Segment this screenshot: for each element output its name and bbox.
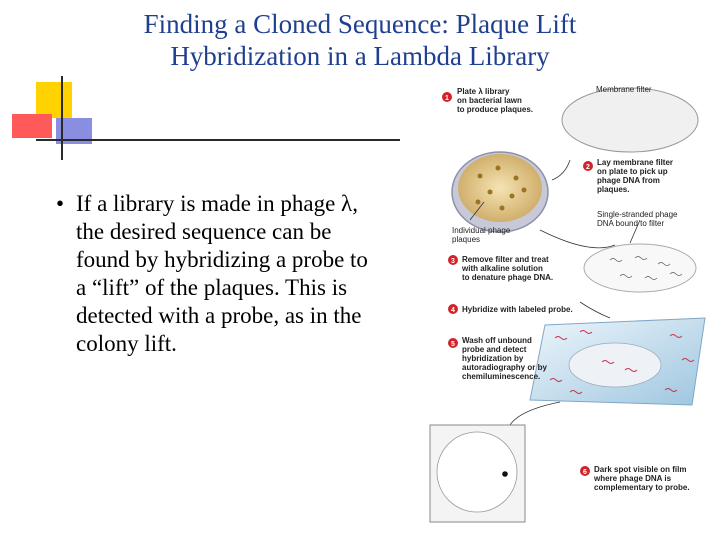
step-4-circle bbox=[448, 304, 458, 314]
step-6-line: where phage DNA is bbox=[593, 474, 672, 483]
step-6-number: 6 bbox=[583, 469, 587, 476]
step-1-circle bbox=[442, 92, 452, 102]
step-2-line: phage DNA from bbox=[597, 176, 660, 185]
title-line-1: Finding a Cloned Sequence: Plaque Lift bbox=[143, 9, 577, 39]
ssdna-strand bbox=[634, 256, 648, 260]
membrane-filter-label: Membrane filter bbox=[596, 85, 652, 94]
step-1-line: to produce plaques. bbox=[457, 105, 533, 114]
arrow bbox=[551, 159, 571, 181]
step-6-line: complementary to probe. bbox=[594, 483, 690, 492]
labeled-probes bbox=[549, 330, 695, 394]
step-5-line: autoradiography or by bbox=[462, 363, 547, 372]
step-1-line: Plate λ library bbox=[457, 87, 510, 96]
step-3-circle bbox=[448, 255, 458, 265]
plaques-label: Individual phage plaques bbox=[452, 226, 513, 244]
plaque bbox=[521, 187, 527, 193]
step-2-line: plaques. bbox=[597, 185, 629, 194]
step-5-line: probe and detect bbox=[462, 345, 527, 354]
yellow-square bbox=[36, 82, 72, 118]
plaque bbox=[477, 173, 483, 179]
ssdna-strand bbox=[644, 276, 658, 280]
step-2-number: 2 bbox=[586, 164, 590, 171]
plaques-label-line: Individual phage bbox=[452, 226, 511, 235]
probe bbox=[681, 358, 695, 362]
ssdna-label-line: DNA bound to filter bbox=[597, 219, 664, 228]
plaques-pointer bbox=[469, 201, 485, 221]
film-filter-outline bbox=[436, 431, 518, 513]
step-1-line: on bacterial lawn bbox=[457, 96, 522, 105]
step-3-line: Remove filter and treat bbox=[462, 255, 549, 264]
petri-dish-lawn bbox=[458, 154, 542, 222]
arrow bbox=[629, 219, 641, 244]
plaque bbox=[475, 199, 481, 205]
step-4-text: Hybridize with labeled probe. bbox=[462, 305, 573, 314]
plaque bbox=[509, 193, 515, 199]
probe bbox=[669, 334, 683, 338]
step-6-text: Dark spot visible on film where phage DN… bbox=[593, 465, 690, 492]
ssdna-label: Single-stranded phage DNA bound to filte… bbox=[597, 210, 680, 228]
step-5-number: 5 bbox=[451, 341, 455, 348]
ssdna-strand bbox=[669, 272, 683, 276]
plaque bbox=[495, 165, 501, 171]
step-2-circle bbox=[583, 161, 593, 171]
red-square bbox=[12, 114, 52, 138]
plaque bbox=[513, 175, 519, 181]
plaques bbox=[475, 165, 527, 211]
probe bbox=[601, 360, 615, 364]
denatured-filter bbox=[583, 243, 697, 293]
step-5-circle bbox=[448, 338, 458, 348]
step-6-circle bbox=[580, 466, 590, 476]
ssdna-strand bbox=[609, 258, 623, 262]
probe bbox=[569, 390, 583, 394]
arrow bbox=[579, 301, 611, 319]
arrow bbox=[509, 401, 561, 426]
title-line-2: Hybridization in a Lambda Library bbox=[170, 41, 550, 71]
step-2-line: Lay membrane filter bbox=[597, 158, 673, 167]
probe bbox=[624, 368, 638, 372]
step-5-text: Wash off unbound probe and detect hybrid… bbox=[462, 336, 549, 381]
step-1-text: Plate λ library on bacterial lawn to pro… bbox=[457, 87, 533, 114]
step-2-text: Lay membrane filter on plate to pick up … bbox=[597, 158, 675, 194]
ssdna-strand bbox=[619, 274, 633, 278]
step-3-text: Remove filter and treat with alkaline so… bbox=[461, 255, 553, 282]
slide-title: Finding a Cloned Sequence: Plaque Lift H… bbox=[0, 8, 720, 72]
plaque-lift-figure: Membrane filter 1 Plate λ library on bac… bbox=[429, 85, 706, 523]
arrow bbox=[539, 229, 616, 249]
step-3-line: to denature phage DNA. bbox=[462, 273, 553, 282]
probe bbox=[664, 388, 678, 392]
dark-spot bbox=[502, 471, 508, 477]
ssdna-strands bbox=[609, 256, 683, 280]
plaque bbox=[487, 189, 493, 195]
bullet-marker: • bbox=[56, 191, 65, 216]
step-5-line: hybridization by bbox=[462, 354, 524, 363]
step-3-line: with alkaline solution bbox=[461, 264, 543, 273]
step-1-number: 1 bbox=[445, 95, 449, 102]
step-5-line: Wash off unbound bbox=[462, 336, 532, 345]
bullet-text: If a library is made in phage λ, the des… bbox=[76, 191, 368, 356]
step-3-number: 3 bbox=[451, 258, 455, 265]
ssdna-label-line: Single-stranded phage bbox=[597, 210, 678, 219]
step-4-number: 4 bbox=[451, 307, 455, 314]
decorative-squares bbox=[12, 76, 400, 160]
ssdna-strand bbox=[657, 262, 671, 266]
step-2-line: on plate to pick up bbox=[597, 167, 668, 176]
plaque bbox=[499, 205, 505, 211]
probe bbox=[554, 336, 568, 340]
step-5-line: chemiluminescence. bbox=[462, 372, 540, 381]
filter-in-bag bbox=[568, 342, 662, 388]
membrane-filter bbox=[561, 87, 699, 153]
step-6-line: Dark spot visible on film bbox=[594, 465, 686, 474]
probe bbox=[549, 378, 563, 382]
probe bbox=[579, 330, 593, 334]
plaques-label-line: plaques bbox=[452, 235, 480, 244]
